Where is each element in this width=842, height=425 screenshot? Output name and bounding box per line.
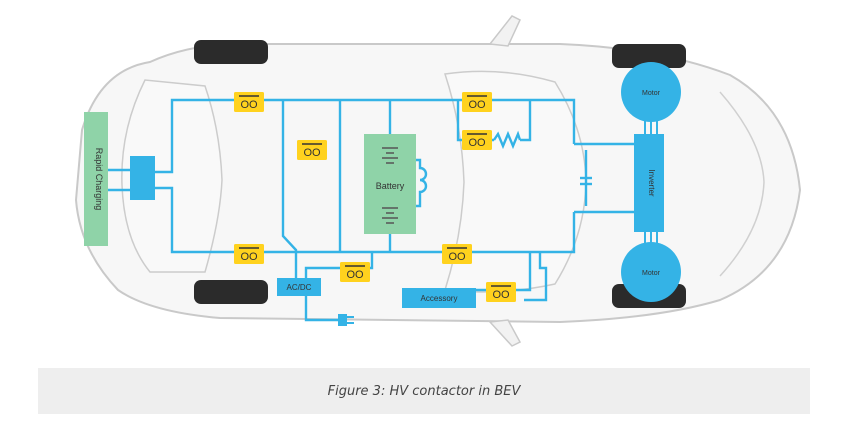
battery-label: Battery [376, 181, 405, 191]
ac-dc-label: AC/DC [287, 283, 312, 292]
contactor-symbol: OO [468, 99, 486, 111]
charging-junction [130, 156, 155, 200]
figure-caption: Figure 3: HV contactor in BEV [327, 383, 521, 399]
contactor: OO [234, 244, 264, 264]
battery-block: Battery [364, 134, 416, 234]
drivetrain: Inverter Motor Motor [621, 62, 681, 302]
figure-caption-box: Figure 3: HV contactor in BEV [38, 368, 810, 414]
contactor: OO [297, 140, 327, 160]
plug-icon [338, 314, 354, 326]
accessory-block: Accessory [402, 288, 476, 308]
contactor: OO [442, 244, 472, 264]
motor-front-label: Motor [642, 90, 661, 97]
contactor-symbol: OO [492, 289, 510, 301]
wheel-rear-top [194, 40, 268, 64]
contactor-symbol: OO [303, 147, 321, 159]
contactor-symbol: OO [448, 251, 466, 263]
inverter-block [634, 134, 664, 232]
contactor-symbol: OO [346, 269, 364, 281]
contactor-symbol: OO [240, 99, 258, 111]
motor-rear [621, 242, 681, 302]
ac-dc-block: AC/DC [277, 278, 321, 296]
contactor: OO [462, 130, 492, 150]
contactor: OO [462, 92, 492, 112]
wheel-rear-bottom [194, 280, 268, 304]
contactor: OO [234, 92, 264, 112]
contactor: OO [486, 282, 516, 302]
contactor-symbol: OO [468, 137, 486, 149]
contactor: OO [340, 262, 370, 282]
motor-rear-label: Motor [642, 270, 661, 277]
bev-hv-diagram: Rapid Charging Battery AC/DC Accessory I… [74, 15, 802, 347]
rapid-charging-block: Rapid Charging [84, 112, 108, 246]
accessory-label: Accessory [421, 294, 458, 303]
motor-front [621, 62, 681, 122]
contactor-symbol: OO [240, 251, 258, 263]
rapid-charging-label: Rapid Charging [94, 148, 104, 211]
inverter-label: Inverter [647, 169, 656, 196]
wheel-front-top [612, 44, 686, 68]
hv-wiring [108, 98, 634, 322]
